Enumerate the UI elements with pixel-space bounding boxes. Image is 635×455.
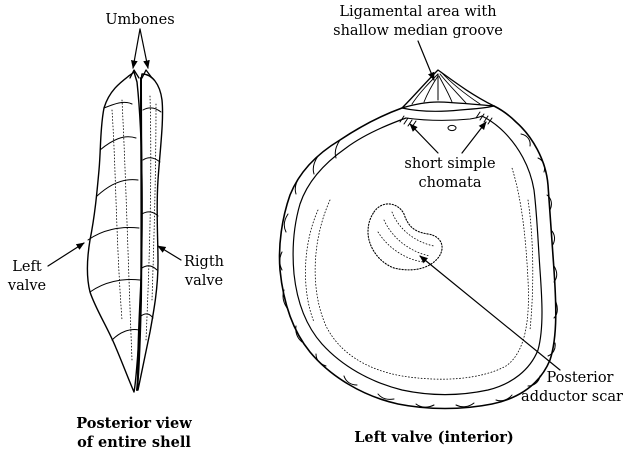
right-valve-label: Rigth — [184, 254, 224, 270]
ligamental-arrow — [418, 41, 434, 80]
adductor-arrow — [420, 256, 560, 370]
chomata-arrow-left — [410, 124, 438, 153]
posterior-view-caption-line1: Posterior view — [76, 415, 192, 432]
chomata-left — [400, 116, 416, 127]
chomata-arrow-right — [462, 122, 486, 153]
ligamental-area — [402, 70, 494, 108]
left-valve-label: Left — [12, 259, 42, 275]
left-valve-interior-figure — [279, 70, 557, 409]
chomata-right — [476, 112, 492, 124]
adductor-scar — [368, 204, 442, 270]
left-valve-interior-caption: Left valve (interior) — [354, 429, 514, 446]
chomata-label-line1: short simple — [404, 156, 495, 172]
posterior-view-caption-line2: of entire shell — [77, 434, 191, 451]
ligamental-label-line2: shallow median groove — [333, 23, 503, 39]
left-valve-shape — [87, 72, 142, 392]
umbones-label: Umbones — [105, 12, 174, 28]
right-valve-arrow — [158, 246, 181, 260]
ligamental-label-line1: Ligamental area with — [339, 4, 496, 20]
left-valve-arrow — [48, 243, 84, 266]
adductor-label-line2: adductor scar — [521, 389, 623, 405]
adductor-label-line1: Posterior — [547, 370, 614, 386]
left-valve-label-line2: valve — [7, 278, 46, 294]
umbones-arrow-right — [140, 29, 148, 68]
right-valve-label-line2: valve — [184, 273, 223, 289]
posterior-view-figure — [87, 70, 162, 392]
resilifer-pit — [448, 125, 456, 130]
chomata-label-line2: chomata — [418, 175, 481, 191]
umbones-arrow-left — [133, 29, 140, 68]
